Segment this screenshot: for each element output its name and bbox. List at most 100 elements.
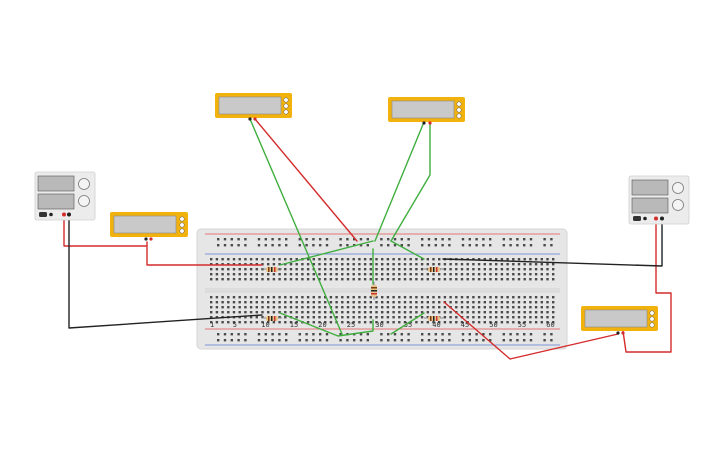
breadboard-hole[interactable] bbox=[366, 244, 369, 247]
breadboard-hole[interactable] bbox=[427, 339, 431, 342]
breadboard-hole[interactable] bbox=[325, 333, 329, 336]
multimeter-top-left[interactable] bbox=[215, 93, 292, 121]
breadboard-hole[interactable] bbox=[534, 268, 538, 271]
breadboard-hole[interactable] bbox=[217, 333, 220, 336]
breadboard-hole[interactable] bbox=[506, 263, 509, 266]
breadboard-hole[interactable] bbox=[472, 321, 475, 324]
breadboard-hole[interactable] bbox=[227, 311, 230, 314]
breadboard-hole[interactable] bbox=[500, 311, 504, 314]
breadboard-hole[interactable] bbox=[546, 296, 549, 299]
breadboard-hole[interactable] bbox=[427, 244, 431, 247]
breadboard-hole[interactable] bbox=[523, 278, 526, 281]
breadboard-hole[interactable] bbox=[215, 301, 219, 304]
breadboard-hole[interactable] bbox=[223, 339, 227, 342]
breadboard-hole[interactable] bbox=[341, 301, 344, 304]
breadboard-hole[interactable] bbox=[210, 316, 213, 319]
breadboard-hole[interactable] bbox=[295, 321, 298, 324]
breadboard-hole[interactable] bbox=[301, 306, 304, 309]
breadboard-hole[interactable] bbox=[278, 316, 281, 319]
breadboard-hole[interactable] bbox=[460, 268, 464, 271]
breadboard-hole[interactable] bbox=[352, 316, 355, 319]
breadboard-hole[interactable] bbox=[546, 306, 549, 309]
breadboard-hole[interactable] bbox=[230, 238, 233, 241]
breadboard-hole[interactable] bbox=[426, 311, 429, 314]
breadboard-hole[interactable] bbox=[312, 258, 315, 261]
breadboard-hole[interactable] bbox=[489, 316, 492, 319]
breadboard-hole[interactable] bbox=[312, 311, 315, 314]
breadboard-hole[interactable] bbox=[272, 301, 276, 304]
breadboard-hole[interactable] bbox=[318, 258, 321, 261]
wire-black[interactable] bbox=[68, 215, 263, 329]
breadboard-hole[interactable] bbox=[407, 339, 410, 342]
breadboard-hole[interactable] bbox=[249, 268, 253, 271]
breadboard-hole[interactable] bbox=[249, 278, 253, 281]
breadboard-hole[interactable] bbox=[324, 258, 327, 261]
breadboard-hole[interactable] bbox=[483, 321, 486, 324]
breadboard-hole[interactable] bbox=[409, 311, 412, 314]
breadboard-hole[interactable] bbox=[546, 258, 549, 261]
breadboard-hole[interactable] bbox=[339, 333, 342, 336]
breadboard-hole[interactable] bbox=[466, 263, 469, 266]
breadboard-hole[interactable] bbox=[306, 311, 310, 314]
breadboard-hole[interactable] bbox=[420, 296, 424, 299]
breadboard-hole[interactable] bbox=[393, 244, 397, 247]
breadboard-hole[interactable] bbox=[523, 311, 526, 314]
breadboard-hole[interactable] bbox=[249, 306, 253, 309]
breadboard-hole[interactable] bbox=[381, 321, 384, 324]
breadboard-hole[interactable] bbox=[341, 268, 344, 271]
breadboard-hole[interactable] bbox=[482, 339, 485, 342]
breadboard-hole[interactable] bbox=[393, 339, 397, 342]
breadboard-hole[interactable] bbox=[244, 296, 247, 299]
breadboard-hole[interactable] bbox=[261, 263, 264, 266]
breadboard-hole[interactable] bbox=[409, 268, 412, 271]
breadboard-hole[interactable] bbox=[249, 258, 253, 261]
breadboard-hole[interactable] bbox=[346, 306, 350, 309]
breadboard-hole[interactable] bbox=[386, 258, 390, 261]
breadboard-hole[interactable] bbox=[264, 339, 267, 342]
breadboard-hole[interactable] bbox=[392, 321, 395, 324]
breadboard-hole[interactable] bbox=[534, 258, 538, 261]
breadboard-hole[interactable] bbox=[449, 278, 452, 281]
breadboard-hole[interactable] bbox=[500, 301, 504, 304]
breadboard-hole[interactable] bbox=[244, 238, 247, 241]
breadboard-hole[interactable] bbox=[358, 301, 361, 304]
breadboard-hole[interactable] bbox=[409, 273, 412, 276]
breadboard-hole[interactable] bbox=[448, 339, 451, 342]
breadboard-hole[interactable] bbox=[232, 258, 236, 261]
breadboard-hole[interactable] bbox=[352, 268, 355, 271]
breadboard-hole[interactable] bbox=[267, 321, 270, 324]
breadboard-hole[interactable] bbox=[272, 306, 276, 309]
breadboard-hole[interactable] bbox=[489, 306, 492, 309]
breadboard-hole[interactable] bbox=[529, 278, 532, 281]
breadboard-hole[interactable] bbox=[381, 301, 384, 304]
breadboard-hole[interactable] bbox=[529, 321, 532, 324]
breadboard-hole[interactable] bbox=[483, 263, 486, 266]
breadboard-hole[interactable] bbox=[506, 273, 509, 276]
breadboard-hole[interactable] bbox=[369, 268, 372, 271]
breadboard-hole[interactable] bbox=[261, 311, 264, 314]
breadboard-hole[interactable] bbox=[398, 263, 401, 266]
breadboard-hole[interactable] bbox=[285, 238, 288, 241]
breadboard-hole[interactable] bbox=[443, 311, 447, 314]
breadboard-hole[interactable] bbox=[502, 238, 505, 241]
breadboard-hole[interactable] bbox=[495, 296, 498, 299]
breadboard-hole[interactable] bbox=[434, 333, 437, 336]
breadboard-hole[interactable] bbox=[369, 296, 372, 299]
breadboard-hole[interactable] bbox=[306, 278, 310, 281]
breadboard-hole[interactable] bbox=[227, 273, 230, 276]
breadboard-hole[interactable] bbox=[363, 273, 367, 276]
breadboard-hole[interactable] bbox=[215, 311, 219, 314]
breadboard-hole[interactable] bbox=[358, 316, 361, 319]
breadboard-hole[interactable] bbox=[318, 301, 321, 304]
breadboard-hole[interactable] bbox=[387, 333, 390, 336]
breadboard-hole[interactable] bbox=[540, 306, 543, 309]
breadboard-hole[interactable] bbox=[455, 273, 458, 276]
breadboard-hole[interactable] bbox=[426, 316, 429, 319]
breadboard-hole[interactable] bbox=[352, 296, 355, 299]
breadboard-hole[interactable] bbox=[517, 263, 521, 266]
breadboard-hole[interactable] bbox=[540, 273, 543, 276]
breadboard-hole[interactable] bbox=[375, 306, 378, 309]
breadboard-hole[interactable] bbox=[272, 321, 276, 324]
breadboard-hole[interactable] bbox=[255, 263, 258, 266]
